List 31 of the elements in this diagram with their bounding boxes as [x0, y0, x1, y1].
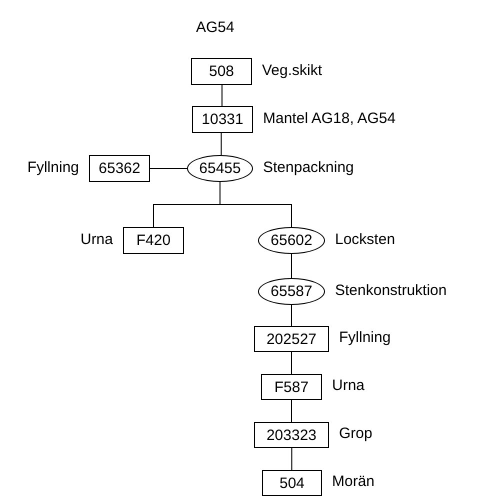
connector-line — [291, 352, 292, 374]
node-caption: Mantel AG18, AG54 — [263, 110, 396, 128]
diagram-title: AG54 — [196, 18, 234, 38]
connector-line — [150, 168, 188, 169]
connector-line — [220, 132, 222, 156]
box-node: F420 — [123, 227, 184, 254]
node-caption: Morän — [332, 473, 375, 491]
box-node: 202527 — [254, 326, 329, 352]
box-node: 508 — [191, 58, 252, 85]
box-node: 65362 — [89, 155, 150, 182]
node-caption: Fyllning — [339, 329, 391, 347]
node-caption: Grop — [339, 425, 372, 443]
connector-line — [220, 182, 292, 228]
box-node: 10331 — [192, 106, 253, 133]
node-caption: Veg.skikt — [262, 62, 322, 80]
node-caption: Locksten — [335, 230, 396, 248]
box-node: 203323 — [254, 422, 329, 448]
node-caption: Fyllning — [27, 158, 79, 176]
connector-line — [291, 448, 292, 470]
box-node: 504 — [262, 470, 322, 496]
node-caption: Stenpackning — [263, 158, 354, 176]
box-node: F587 — [261, 374, 322, 400]
ellipse-node: 65587 — [258, 278, 325, 305]
connector-line — [291, 400, 292, 422]
node-caption: Urna — [332, 377, 365, 395]
node-caption: Urna — [80, 230, 113, 248]
ellipse-node: 65602 — [258, 227, 325, 254]
node-caption: Stenkonstruktion — [335, 282, 447, 300]
connector-line — [291, 304, 292, 326]
connector-line — [291, 254, 292, 278]
ellipse-node: 65455 — [187, 155, 253, 182]
